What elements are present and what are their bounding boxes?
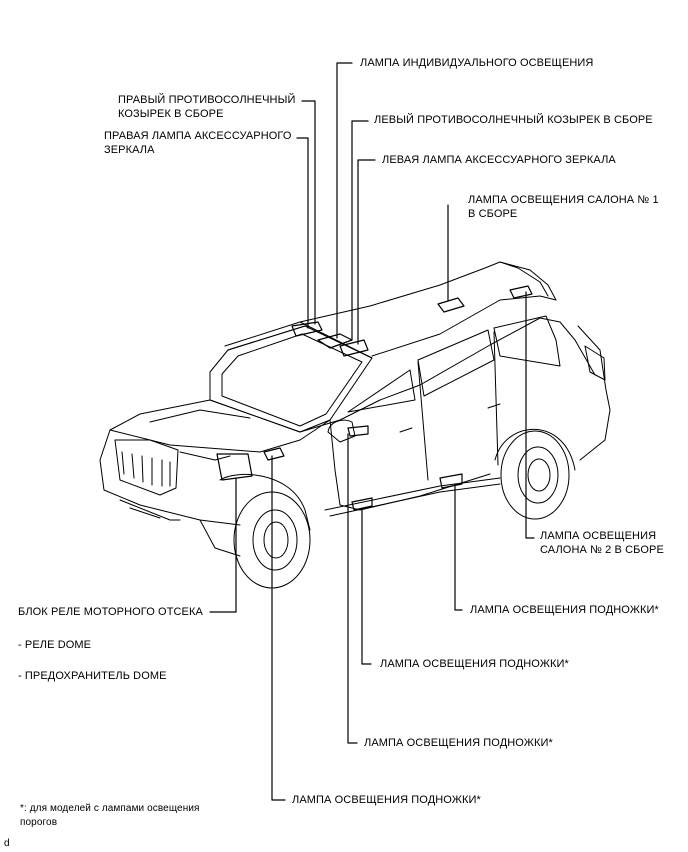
- rear-step-lamp-shape: [439, 473, 463, 489]
- label-room-lamp2-line2: САЛОНА № 2 В СБОРЕ: [540, 544, 664, 556]
- front-step-lamp-shape: [351, 497, 373, 511]
- label-room-lamp2-line1: ЛАМПА ОСВЕЩЕНИЯ: [540, 530, 657, 542]
- car-body: [99, 261, 611, 589]
- relay-block-shape: [216, 453, 253, 481]
- right-visor-shape: [291, 321, 323, 337]
- label-right-visor-line2: КОЗЫРЕК В СБОРЕ: [118, 108, 224, 120]
- leader-room-lamp2: [525, 291, 535, 539]
- leader-left-vanity: [357, 159, 376, 345]
- label-footlamp-c: ЛАМПА ОСВЕЩЕНИЯ ПОДНОЖКИ*: [364, 737, 553, 749]
- corner-mark: d: [4, 838, 10, 849]
- footnote-line2: порогов: [20, 817, 58, 828]
- label-dome-fuse: - ПРЕДОХРАНИТЕЛЬ DOME: [18, 670, 167, 682]
- hood-bracket-shape: [263, 447, 285, 461]
- leader-footlamp-a: [454, 483, 463, 611]
- footnote-line1: *: для моделей с лампами освещения: [20, 803, 200, 814]
- label-room-lamp1-line2: В СБОРЕ: [468, 208, 518, 220]
- leader-left-visor: [351, 120, 369, 341]
- leader-right-vanity: [296, 137, 309, 329]
- leader-right-visor: [301, 100, 316, 325]
- leader-relay-block: [209, 477, 237, 613]
- label-individual-lamp: ЛАМПА ИНДИВИДУАЛЬНОГО ОСВЕЩЕНИЯ: [360, 57, 594, 69]
- leader-lines: [209, 62, 535, 801]
- label-room-lamp1-line1: ЛАМПА ОСВЕЩЕНИЯ САЛОНА № 1: [468, 194, 659, 206]
- label-footlamp-b: ЛАМПА ОСВЕЩЕНИЯ ПОДНОЖКИ*: [380, 658, 569, 670]
- room-lamp1-shape: [437, 297, 465, 313]
- label-left-vanity: ЛЕВАЯ ЛАМПА АКСЕССУАРНОГО ЗЕРКАЛА: [382, 154, 616, 166]
- label-footlamp-a: ЛАМПА ОСВЕЩЕНИЯ ПОДНОЖКИ*: [470, 604, 659, 616]
- room-lamp2-shape: [509, 285, 533, 299]
- label-relay-block: БЛОК РЕЛЕ МОТОРНОГО ОТСЕКА: [18, 606, 203, 618]
- label-right-visor-line1: ПРАВЫЙ ПРОТИВОСОЛНЕЧНЫЙ: [118, 94, 296, 106]
- leader-footlamp-b: [361, 507, 372, 665]
- mirror-lamp-shape: [347, 425, 369, 437]
- label-left-visor: ЛЕВЫЙ ПРОТИВОСОЛНЕЧНЫЙ КОЗЫРЕК В СБОРЕ: [374, 114, 653, 126]
- leader-footlamp-d: [271, 455, 286, 801]
- label-dome-relay: - РЕЛЕ DOME: [18, 639, 92, 651]
- label-right-vanity-line2: ЗЕРКАЛА: [104, 144, 155, 156]
- leader-individual-lamp: [336, 62, 353, 339]
- left-visor-shape: [339, 339, 369, 357]
- label-right-vanity-line1: ПРАВАЯ ЛАМПА АКСЕССУАРНОГО: [104, 130, 292, 142]
- label-footlamp-d: ЛАМПА ОСВЕЩЕНИЯ ПОДНОЖКИ*: [292, 794, 481, 806]
- component-shapes: [216, 285, 533, 511]
- leader-footlamp-c: [347, 433, 358, 744]
